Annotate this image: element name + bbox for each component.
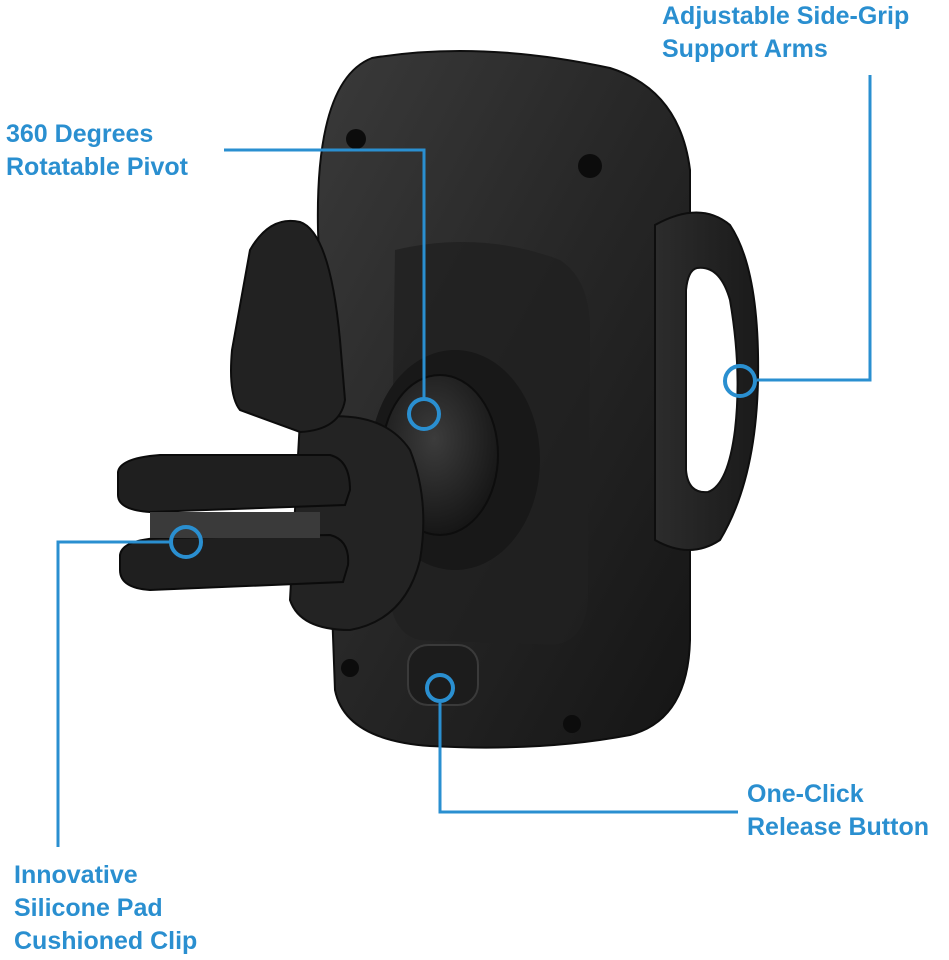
callout-text: Rotatable Pivot bbox=[6, 153, 188, 181]
callout-text: Cushioned Clip bbox=[14, 927, 198, 955]
callout-label-release: One-Click Release Button bbox=[747, 778, 929, 844]
callout-marker bbox=[407, 397, 441, 431]
screw-hole bbox=[346, 129, 366, 149]
clip-upper-jaw bbox=[117, 454, 352, 514]
callout-text: Silicone Pad bbox=[14, 894, 163, 922]
callout-text: Release Button bbox=[747, 813, 929, 841]
callout-text: Adjustable Side-Grip bbox=[662, 2, 910, 30]
screw-hole bbox=[341, 659, 359, 677]
callout-text: One-Click bbox=[747, 780, 864, 808]
screw-hole bbox=[578, 154, 602, 178]
callout-label-pivot: 360 Degrees Rotatable Pivot bbox=[6, 118, 188, 184]
clip-hook bbox=[230, 219, 347, 434]
callout-marker bbox=[723, 364, 757, 398]
callout-marker bbox=[169, 525, 203, 559]
screw-hole bbox=[563, 715, 581, 733]
callout-lines bbox=[56, 75, 872, 847]
callout-text: Innovative bbox=[14, 861, 138, 889]
callout-label-clip: Innovative Silicone Pad Cushioned Clip bbox=[14, 859, 197, 958]
callout-marker bbox=[425, 673, 455, 703]
callout-text: 360 Degrees bbox=[6, 120, 154, 148]
side-grip-slot bbox=[685, 266, 739, 494]
callout-label-arms: Adjustable Side-Grip Support Arms bbox=[662, 0, 909, 66]
callout-text: Support Arms bbox=[662, 35, 828, 63]
silicone-pad bbox=[150, 512, 320, 538]
